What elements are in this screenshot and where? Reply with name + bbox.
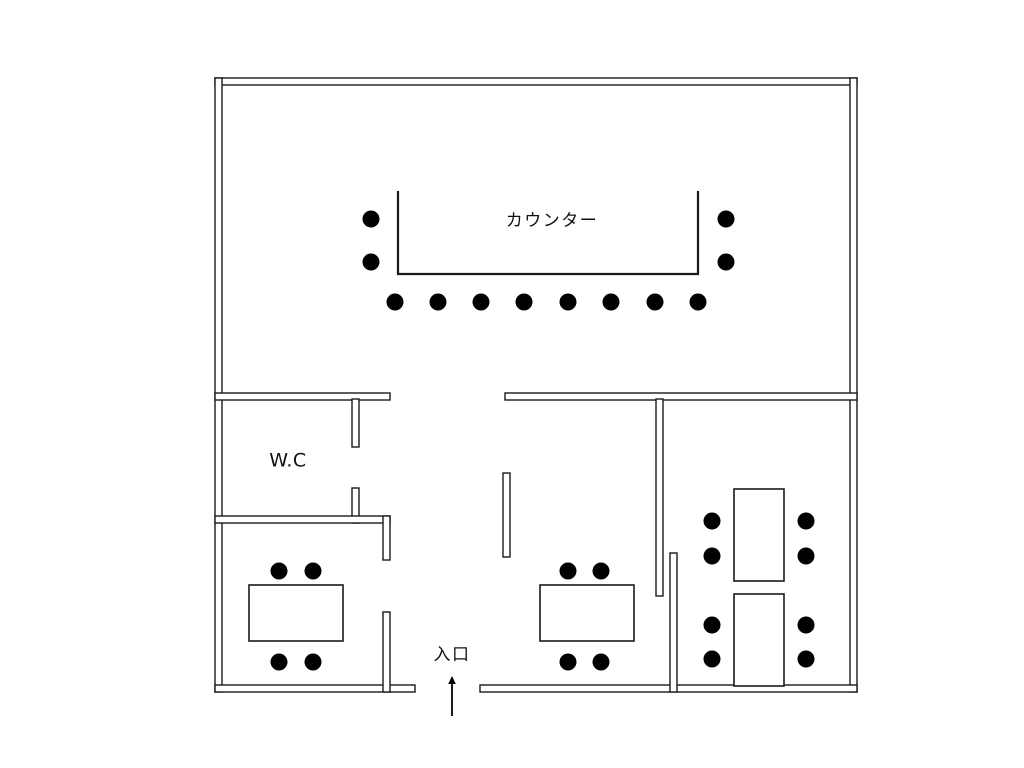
seat (602, 293, 620, 311)
right-room-wall-upper (655, 398, 664, 597)
seat (304, 653, 322, 671)
table-left-room-seats (270, 562, 322, 671)
outer-wall-top (214, 77, 858, 86)
seat (797, 650, 815, 668)
seat (362, 210, 380, 228)
seat (559, 562, 577, 580)
entrance-arrow-head (448, 676, 456, 684)
right-room-wall-lower (669, 552, 678, 693)
seat (304, 562, 322, 580)
seat (270, 653, 288, 671)
tables-group (248, 488, 785, 687)
seat (592, 653, 610, 671)
seat (559, 293, 577, 311)
outer-wall-right (849, 77, 858, 693)
seat (592, 562, 610, 580)
divider-top-right (504, 392, 858, 401)
seat (559, 653, 577, 671)
seat (646, 293, 664, 311)
seat (472, 293, 490, 311)
seat (797, 512, 815, 530)
table-right-lower (733, 593, 785, 687)
seat (429, 293, 447, 311)
outer-walls (214, 77, 858, 693)
seat (797, 547, 815, 565)
table-center-room (539, 584, 635, 642)
seat (703, 512, 721, 530)
table-right-upper-seats (703, 512, 815, 565)
seat (270, 562, 288, 580)
table-left-room (248, 584, 344, 642)
main-counter (396, 191, 700, 276)
seat (689, 293, 707, 311)
counter-right-seats (717, 210, 735, 271)
counter-left-seats (362, 210, 380, 271)
table-right-lower-seats (703, 616, 815, 668)
wc-return-right (382, 515, 391, 561)
entrance-label: 入口 (434, 645, 471, 665)
divider-top-left (214, 392, 391, 401)
outer-wall-left (214, 77, 223, 693)
seat (703, 650, 721, 668)
counter-label: カウンター (506, 211, 599, 231)
counter-front-seats (386, 293, 707, 311)
table-right-upper (733, 488, 785, 582)
entrance-spur-left (382, 611, 391, 693)
interior-walls (214, 392, 858, 693)
entrance-marker: 入口 (434, 645, 471, 716)
counter-group: カウンター (396, 191, 700, 276)
seat (703, 547, 721, 565)
seat (797, 616, 815, 634)
table-center-room-seats (559, 562, 610, 671)
seat (703, 616, 721, 634)
seat (386, 293, 404, 311)
seat (515, 293, 533, 311)
outer-wall-bottom-right (479, 684, 858, 693)
outer-wall-bottom-left (214, 684, 416, 693)
seat (362, 253, 380, 271)
free-standing-partition (502, 472, 511, 558)
seat (717, 253, 735, 271)
wc-wall-bottom (214, 515, 391, 524)
seat (717, 210, 735, 228)
wc-door-jamb-top (351, 398, 360, 448)
wc-label: W.C (269, 450, 306, 472)
